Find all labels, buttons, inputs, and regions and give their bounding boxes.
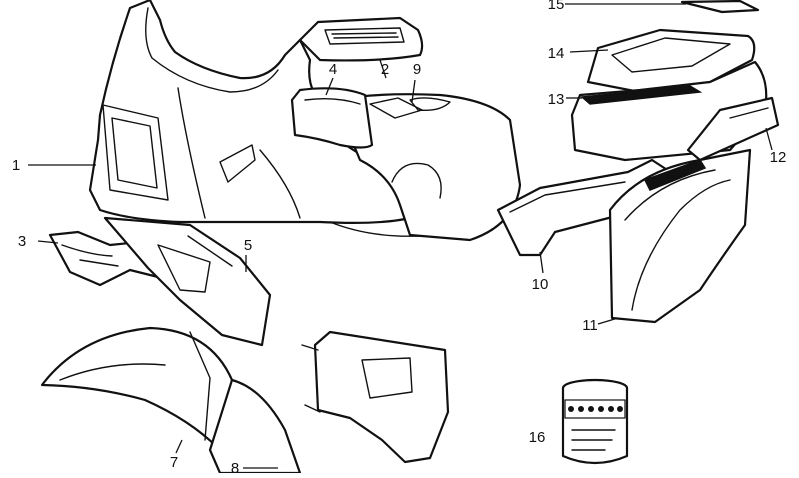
callout-16: 16 [529, 429, 546, 446]
part-side-rail [686, 96, 780, 162]
part-tank-cover [333, 93, 522, 242]
callout-11: 11 [582, 317, 598, 334]
part-rear-fender [608, 148, 752, 324]
callout-8: 8 [231, 460, 239, 473]
part-seat [586, 28, 756, 94]
callout-15: 15 [548, 0, 565, 13]
part-side-panel [301, 330, 450, 464]
part-trim-strip [680, 0, 760, 14]
callout-4: 4 [329, 61, 337, 78]
part-seat-pad [290, 87, 374, 149]
callout-3: 3 [18, 233, 26, 250]
callout-9: 9 [413, 61, 421, 78]
part-fairing-bracket [103, 216, 272, 347]
callout-2: 2 [381, 61, 389, 78]
part-paint-can [561, 378, 629, 465]
callout-7: 7 [170, 454, 178, 471]
callout-5: 5 [244, 237, 252, 254]
callout-labels: 1 2 3 4 5 7 8 9 10 11 12 13 14 15 16 [12, 0, 787, 477]
callout-12: 12 [770, 149, 787, 166]
callout-13: 13 [548, 91, 565, 108]
callout-14: 14 [548, 45, 565, 62]
callout-10: 10 [532, 276, 549, 293]
paint-can-dots [568, 406, 623, 412]
part-front-mudguard [40, 326, 234, 450]
leader-lines [28, 3, 773, 469]
part-rear-top-cover [298, 16, 424, 62]
callout-1: 1 [12, 157, 20, 174]
